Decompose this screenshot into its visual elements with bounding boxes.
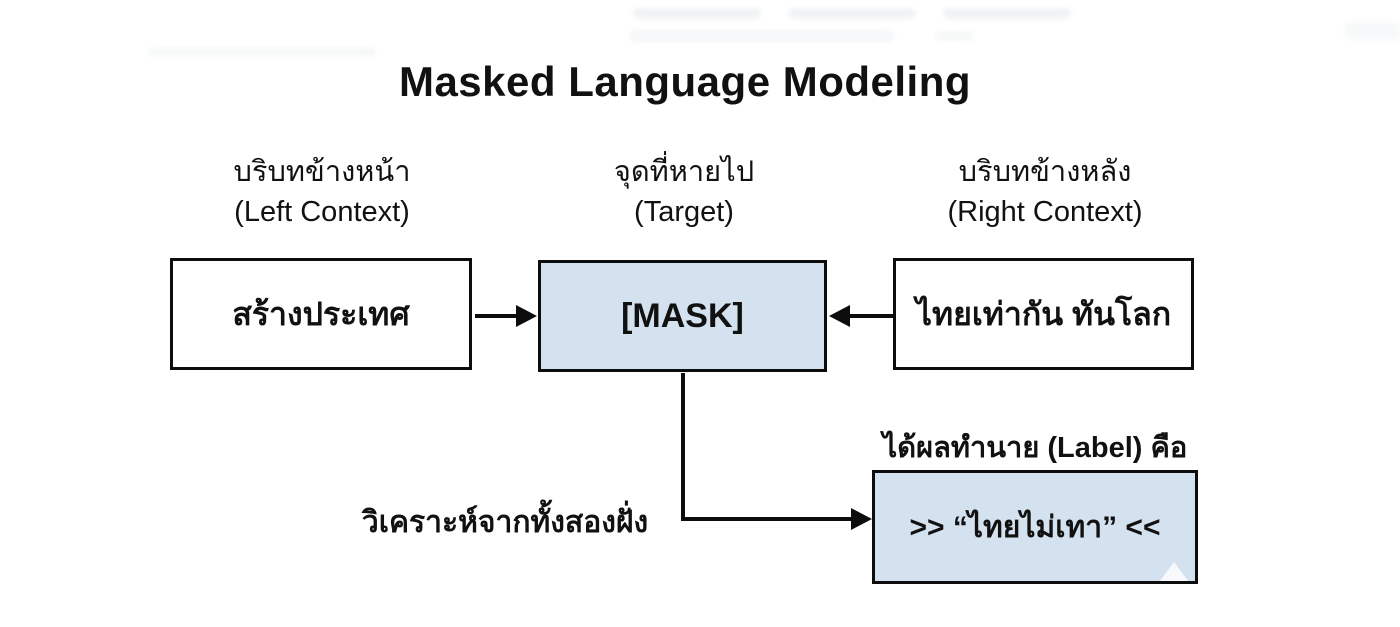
header-target: จุดที่หายไป (Target) xyxy=(514,152,854,232)
header-left-context-thai: บริบทข้างหน้า xyxy=(233,156,411,188)
arrow-right-to-mask-head-icon xyxy=(829,305,850,327)
prediction-box: >> “ไทยไม่เทา” << xyxy=(872,470,1198,584)
ghost-artifact xyxy=(935,31,973,41)
ghost-artifact xyxy=(148,47,376,56)
analysis-note: วิเคราะห์จากทั้งสองฝั่ง xyxy=(361,506,649,539)
connector-to-prediction-line xyxy=(681,517,853,521)
header-target-thai: จุดที่หายไป xyxy=(613,156,755,188)
right-context-box: ไทยเท่ากัน ทันโลก xyxy=(893,258,1194,370)
ghost-artifact xyxy=(633,8,761,19)
left-context-box-text: สร้างประเทศ xyxy=(232,295,410,332)
ghost-artifact xyxy=(630,30,895,42)
header-right-context: บริบทข้างหลัง (Right Context) xyxy=(875,152,1215,232)
left-context-box: สร้างประเทศ xyxy=(170,258,472,370)
arrow-to-prediction-head-icon xyxy=(851,508,872,530)
right-context-box-text: ไทยเท่ากัน ทันโลก xyxy=(915,295,1172,332)
mask-target-box-text: [MASK] xyxy=(621,296,744,335)
arrow-left-to-mask-line xyxy=(475,314,519,318)
header-left-context-english: (Left Context) xyxy=(234,196,410,228)
play-triangle-watermark-icon xyxy=(1160,562,1188,581)
arrow-right-to-mask-line xyxy=(849,314,893,318)
ghost-artifact xyxy=(1345,22,1400,40)
header-right-context-english: (Right Context) xyxy=(947,196,1143,228)
header-target-english: (Target) xyxy=(634,196,734,228)
ghost-artifact xyxy=(788,8,916,19)
page-title: Masked Language Modeling xyxy=(398,58,972,105)
ghost-artifact xyxy=(943,8,1071,19)
prediction-caption: ได้ผลทำนาย (Label) คือ xyxy=(882,432,1188,464)
header-right-context-thai: บริบทข้างหลัง xyxy=(958,156,1132,188)
prediction-box-text: >> “ไทยไม่เทา” << xyxy=(909,510,1161,544)
header-left-context: บริบทข้างหน้า (Left Context) xyxy=(152,152,492,232)
mask-target-box: [MASK] xyxy=(538,260,827,372)
arrow-left-to-mask-head-icon xyxy=(516,305,537,327)
connector-mask-down-line xyxy=(681,373,685,521)
